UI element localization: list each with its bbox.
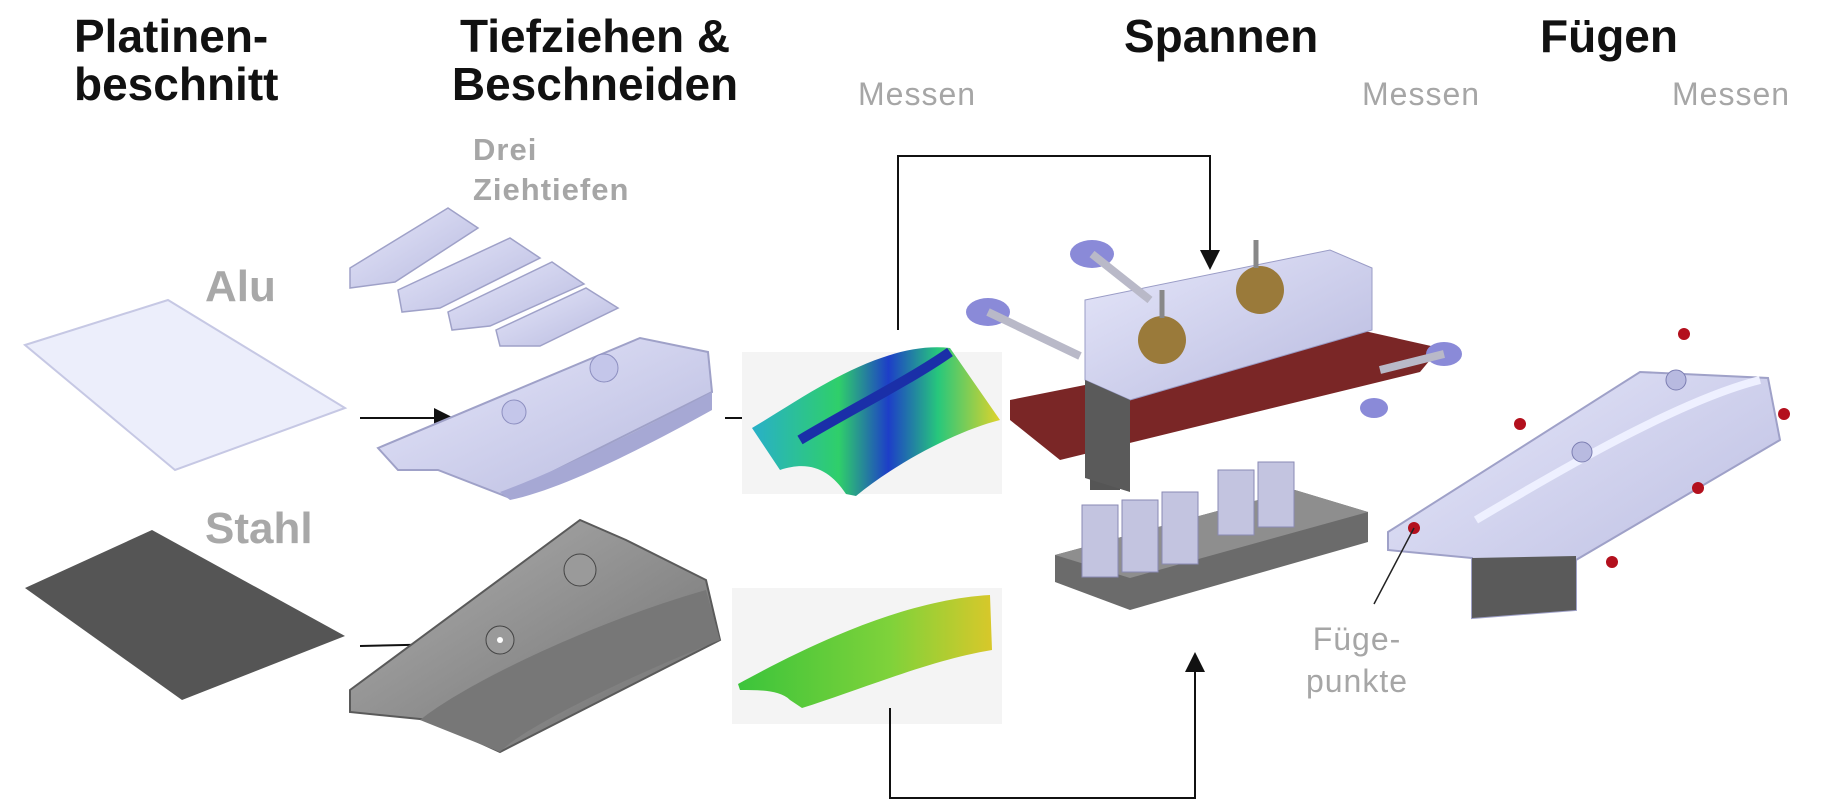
messen-label-3: Messen <box>1672 76 1791 112</box>
fuegepunkte-line2: punkte <box>1305 663 1409 699</box>
fem-alu-simulation <box>742 347 1002 496</box>
clamping-fixture <box>966 240 1462 610</box>
header-tiefziehen: Tiefziehen & Beschneiden <box>430 12 760 108</box>
material-alu-label: Alu <box>205 262 276 311</box>
steel-formed-part <box>349 518 722 754</box>
header-fuegen: Fügen <box>1540 10 1678 62</box>
drei-ziehtiefen-line1: Drei <box>473 132 538 167</box>
fuegepunkte-label: Füge- punkte <box>1292 618 1422 702</box>
header-platinenbeschnitt-line2: beschnitt <box>74 58 279 110</box>
messen-label-2: Messen <box>1362 76 1481 112</box>
drei-ziehtiefen-label: Drei Ziehtiefen <box>473 130 629 210</box>
fuegepunkte-line1: Füge- <box>1312 621 1402 657</box>
drei-ziehtiefen-line2: Ziehtiefen <box>473 172 630 207</box>
alu-small-parts <box>349 207 620 347</box>
messen-label-1: Messen <box>858 76 977 112</box>
header-platinenbeschnitt: Platinen- beschnitt <box>74 12 278 108</box>
header-spannen: Spannen <box>1124 10 1319 62</box>
fem-steel-simulation <box>732 588 1002 724</box>
feedback-line-bottom <box>889 652 1205 799</box>
feedback-line-top <box>897 155 1220 330</box>
alu-formed-part <box>376 336 714 500</box>
joined-part <box>1373 328 1790 620</box>
header-platinenbeschnitt-line1: Platinen- <box>74 10 269 62</box>
steel-blank-sheet <box>25 530 345 700</box>
header-tiefziehen-line1: Tiefziehen & <box>459 10 731 62</box>
alu-blank-sheet <box>22 298 348 472</box>
header-tiefziehen-line2: Beschneiden <box>451 58 739 110</box>
material-stahl-label: Stahl <box>205 504 313 553</box>
